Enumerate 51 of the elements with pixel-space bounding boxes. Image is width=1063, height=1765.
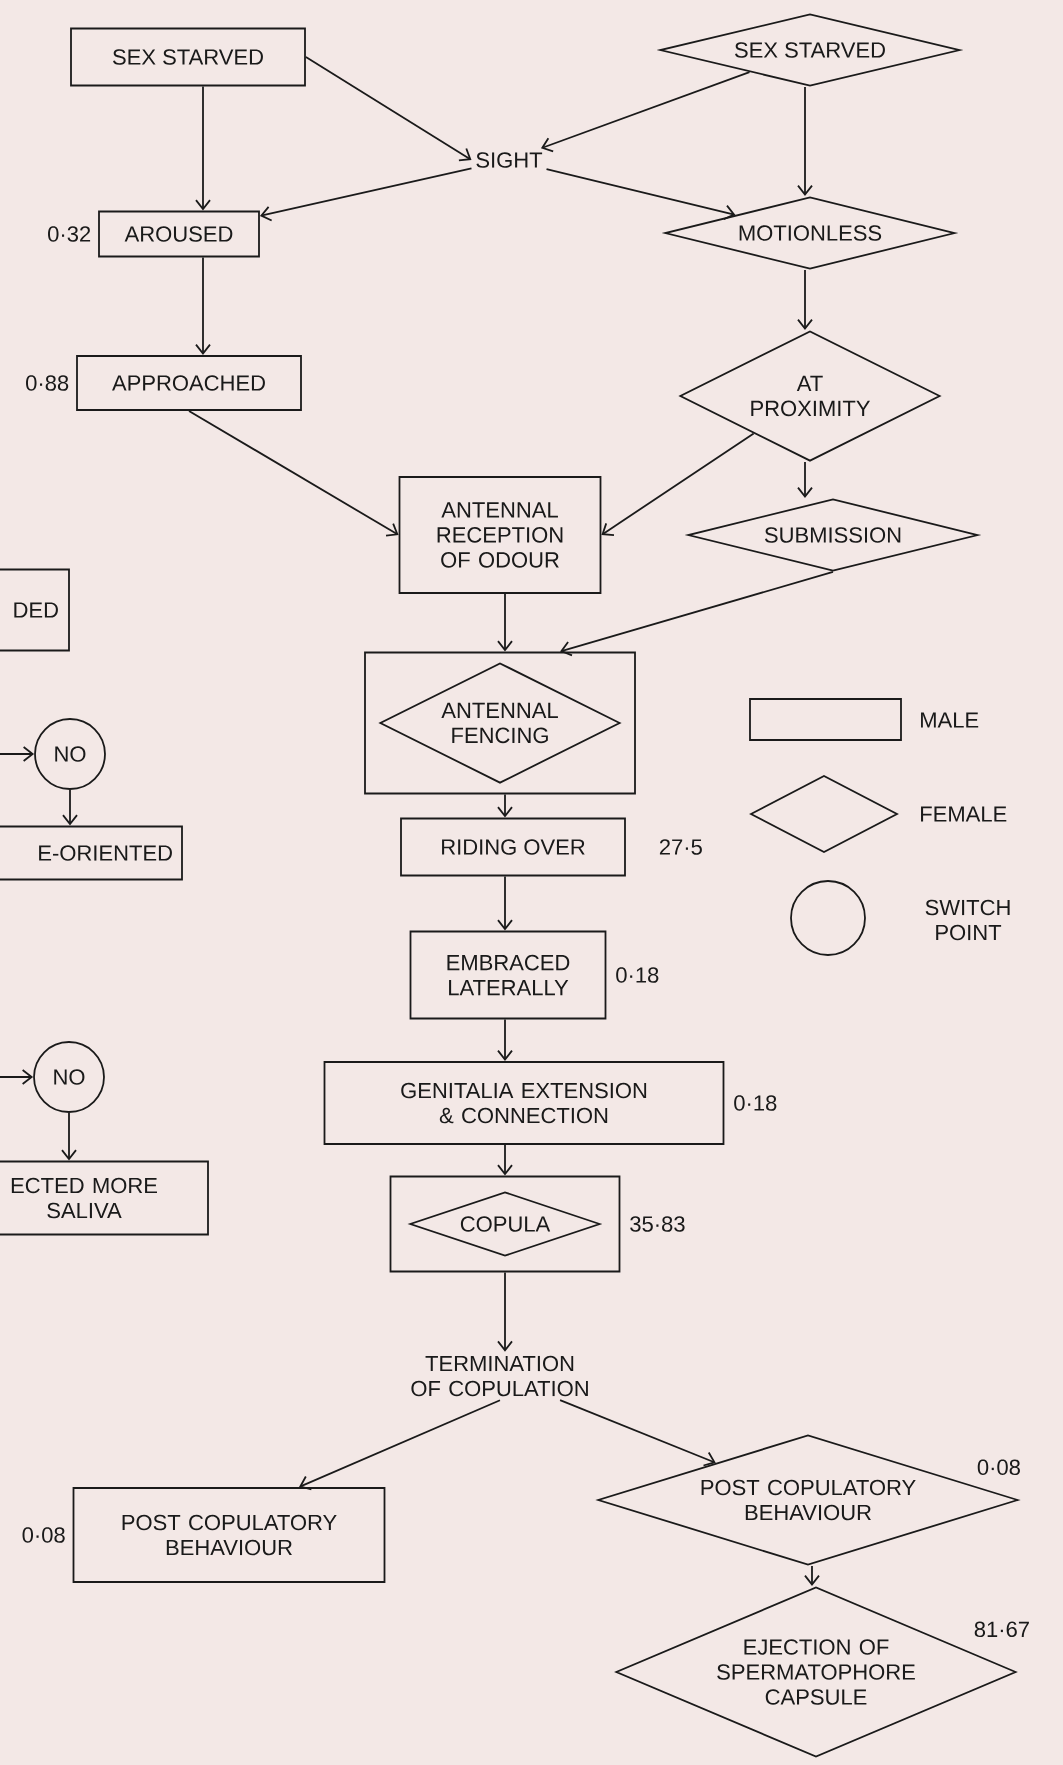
arrow	[797, 461, 813, 499]
flow-text: TERMINATION OF COPULATION	[411, 1355, 588, 1397]
arrow	[305, 56, 472, 162]
arrow	[195, 256, 211, 356]
behaviour-box: GENITALIA EXTENSION & CONNECTION	[323, 1061, 725, 1145]
frame-box	[364, 651, 636, 795]
arrow	[804, 1565, 820, 1587]
arrow	[497, 1144, 513, 1176]
legend-entry: MALE	[749, 698, 979, 741]
value-label: 0·08	[977, 1459, 1020, 1476]
arrow	[545, 168, 736, 221]
value-label: 0·08	[22, 1527, 65, 1543]
flow-text: SIGHT	[476, 152, 543, 168]
value-label: 0·18	[616, 967, 659, 983]
behaviour-box: EMBRACED LATERALLY	[409, 930, 607, 1020]
arrow	[560, 571, 834, 657]
behaviour-box: POST COPULATORY BEHAVIOUR	[72, 1487, 386, 1583]
arrow	[299, 1399, 501, 1491]
arrow	[497, 593, 513, 652]
value-label: 81·67	[974, 1621, 1029, 1638]
behaviour-box: E-ORIENTED	[0, 825, 183, 881]
value-label: 27·5	[659, 839, 702, 855]
value-label: 0·32	[48, 226, 91, 242]
arrow	[497, 1018, 513, 1062]
arrow	[797, 269, 813, 331]
arrow	[497, 875, 513, 931]
arrow	[559, 1399, 716, 1467]
arrow	[0, 1069, 34, 1085]
arrow	[62, 789, 78, 826]
arrow	[497, 793, 513, 818]
value-label: 35·83	[630, 1216, 685, 1232]
arrow	[540, 71, 751, 153]
arrow	[195, 85, 211, 211]
arrow	[601, 432, 755, 536]
value-label: 0·18	[734, 1095, 777, 1111]
behaviour-box: SEX STARVED	[70, 27, 306, 87]
value-label: 0·88	[26, 375, 69, 391]
behaviour-box: RIDING OVER	[400, 817, 626, 877]
behaviour-box: ECTED MORE SALIVA	[0, 1160, 209, 1236]
arrow	[61, 1112, 77, 1161]
arrow	[259, 167, 473, 222]
arrow	[797, 86, 813, 197]
behaviour-box: DED	[0, 568, 70, 652]
arrow	[188, 410, 399, 537]
legend-entry: SWITCH POINT	[790, 880, 1010, 956]
arrow	[0, 746, 35, 762]
frame-box	[389, 1175, 621, 1273]
behaviour-box: ANTENNAL RECEPTION OF ODOUR	[398, 476, 602, 594]
behaviour-box: AROUSED	[98, 210, 260, 258]
behaviour-box: APPROACHED	[76, 355, 302, 411]
arrow	[497, 1271, 513, 1352]
